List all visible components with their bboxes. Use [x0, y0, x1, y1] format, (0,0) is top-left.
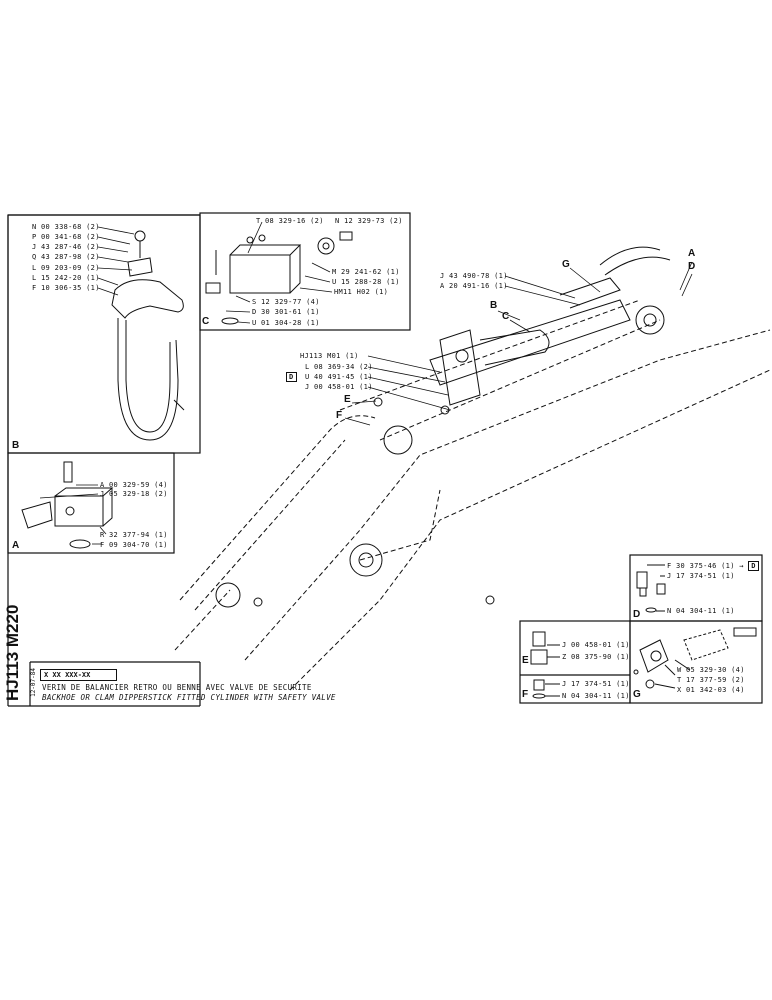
part-label: U 01 304-28 (1) [252, 319, 320, 327]
part-label: J 17 374-51 (1) [667, 572, 735, 580]
part-label: L 15 242-20 (1) [32, 274, 100, 282]
part-label: N 04 304-11 (1) [667, 607, 735, 615]
part-label: F 09 304-70 (1) [100, 541, 168, 549]
callout-d: D [688, 261, 696, 272]
box-c-letter: C [202, 316, 210, 327]
callout-g: G [562, 259, 570, 270]
part-label: Q 43 287-98 (2) [32, 253, 100, 261]
part-label: J 00 458-01 (1) [562, 641, 630, 649]
part-label: R 32 377-94 (1) [100, 531, 168, 539]
callout-e: E [344, 394, 351, 405]
part-label: X 01 342-03 (4) [677, 686, 745, 694]
part-label: M 29 241-62 (1) [332, 268, 400, 276]
part-label: J 00 458-01 (1) [305, 383, 373, 391]
title-french: VERIN DE BALANCIER RETRO OU BENNE AVEC V… [42, 683, 312, 692]
part-label: D 30 301-61 (1) [252, 308, 320, 316]
part-label: HM11 H02 (1) [334, 288, 389, 296]
callout-a: A [688, 248, 696, 259]
box-b-letter: B [12, 440, 20, 451]
part-label: U 15 288-28 (1) [332, 278, 400, 286]
box-f-letter: F [522, 689, 529, 700]
part-label: N 12 329-73 (2) [335, 217, 403, 225]
part-label: N 04 304-11 (1) [562, 692, 630, 700]
part-label: J 05 329-18 (2) [100, 490, 168, 498]
part-label: N 00 338-68 (2) [32, 223, 100, 231]
drawing-id: HJ113 M220 [3, 604, 22, 702]
part-label: T 17 377-59 (2) [677, 676, 745, 684]
box-d-letter: D [633, 609, 641, 620]
callout-f: F [336, 410, 343, 421]
part-label: A 20 491-16 (1) [440, 282, 508, 290]
part-label: Z 08 375-90 (1) [562, 653, 630, 661]
part-label: F 30 375-46 (1) → D [667, 561, 759, 571]
part-label: J 43 287-46 (2) [32, 243, 100, 251]
box-g-letter: G [633, 689, 641, 700]
part-label: J 43 490-78 (1) [440, 272, 508, 280]
part-label: S 12 329-77 (4) [252, 298, 320, 306]
part-label: HJ113 M01 (1) [300, 352, 359, 360]
title-english: BACKHOE OR CLAM DIPPERSTICK FITTED CYLIN… [42, 693, 336, 702]
reference-number: X XX XXX-XX [40, 669, 117, 681]
part-label: W 05 329-30 (4) [677, 666, 745, 674]
part-label: L 09 203-09 (2) [32, 264, 100, 272]
drawing-date: 12-07-84 [30, 668, 37, 697]
part-label: P 00 341-68 (2) [32, 233, 100, 241]
part-label: T 08 329-16 (2) [256, 217, 324, 225]
marker-d: D [286, 372, 297, 382]
callout-c: C [502, 311, 510, 322]
part-label: A 00 329-59 (4) [100, 481, 168, 489]
part-label: L 08 369-34 (2) [305, 363, 373, 371]
callout-b: B [490, 300, 498, 311]
part-label: J 17 374-51 (1) [562, 680, 630, 688]
part-label: U 40 491-45 (1) [305, 373, 373, 381]
box-e-letter: E [522, 655, 529, 666]
box-a-letter: A [12, 540, 20, 551]
part-label: F 10 306-35 (1) [32, 284, 100, 292]
